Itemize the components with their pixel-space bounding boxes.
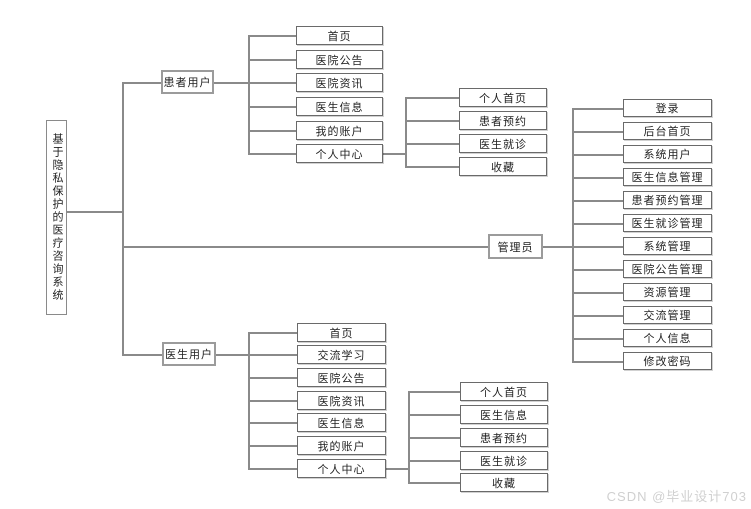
node-doctor-pc-appointment: 患者预约 xyxy=(460,428,548,447)
connector-line xyxy=(572,108,623,110)
connector-line xyxy=(248,377,297,379)
connector-line xyxy=(543,246,572,248)
node-admin-system-mgmt: 系统管理 xyxy=(623,237,712,255)
connector-line xyxy=(405,143,459,145)
connector-line xyxy=(572,200,623,202)
node-admin-communication-mgmt: 交流管理 xyxy=(623,306,712,324)
node-admin: 管理员 xyxy=(488,234,543,259)
node-admin-resource-mgmt: 资源管理 xyxy=(623,283,712,301)
connector-line xyxy=(383,153,405,155)
connector-line xyxy=(248,422,297,424)
node-patient-hospital-news: 医院资讯 xyxy=(296,73,383,92)
connector-line xyxy=(248,106,296,108)
node-admin-login: 登录 xyxy=(623,99,712,117)
connector-line xyxy=(248,82,296,84)
node-admin-doctor-info-mgmt: 医生信息管理 xyxy=(623,168,712,186)
node-patient-user: 患者用户 xyxy=(161,70,214,94)
connector-line xyxy=(386,468,408,470)
node-admin-system-users: 系统用户 xyxy=(623,145,712,163)
connector-line xyxy=(248,35,250,155)
connector-line xyxy=(248,130,296,132)
connector-line xyxy=(408,460,460,462)
connector-line xyxy=(122,82,124,356)
node-patient-pc-home: 个人首页 xyxy=(459,88,547,107)
connector-line xyxy=(408,391,460,393)
connector-line xyxy=(572,338,623,340)
node-doctor-my-account: 我的账户 xyxy=(297,436,386,455)
connector-line xyxy=(248,445,297,447)
connector-line xyxy=(248,400,297,402)
connector-line xyxy=(405,97,407,168)
node-doctor-pc-doctor-info: 医生信息 xyxy=(460,405,548,424)
connector-line xyxy=(572,108,574,363)
node-patient-my-account: 我的账户 xyxy=(296,121,383,140)
node-admin-notice-mgmt: 医院公告管理 xyxy=(623,260,712,278)
node-patient-home: 首页 xyxy=(296,26,383,45)
connector-line xyxy=(572,292,623,294)
connector-line xyxy=(572,177,623,179)
connector-line xyxy=(408,437,460,439)
node-admin-backend-home: 后台首页 xyxy=(623,122,712,140)
connector-line xyxy=(572,154,623,156)
node-admin-visit-mgmt: 医生就诊管理 xyxy=(623,214,712,232)
connector-line xyxy=(405,97,459,99)
connector-line xyxy=(572,223,623,225)
connector-line xyxy=(405,120,459,122)
connector-line xyxy=(67,211,122,213)
node-doctor-user: 医生用户 xyxy=(162,342,216,366)
connector-line xyxy=(248,153,296,155)
node-patient-pc-favorites: 收藏 xyxy=(459,157,547,176)
node-patient-pc-visit: 医生就诊 xyxy=(459,134,547,153)
connector-line xyxy=(572,361,623,363)
node-patient-personal-center: 个人中心 xyxy=(296,144,383,163)
node-admin-appointment-mgmt: 患者预约管理 xyxy=(623,191,712,209)
node-admin-change-password: 修改密码 xyxy=(623,352,712,370)
connector-line xyxy=(122,246,488,248)
connector-line xyxy=(572,131,623,133)
connector-line xyxy=(122,354,163,356)
node-doctor-doctor-info: 医生信息 xyxy=(297,413,386,432)
node-root-system: 基于隐私保护的医疗咨询系统 xyxy=(46,120,67,315)
connector-line xyxy=(214,82,248,84)
connector-line xyxy=(408,482,460,484)
connector-line xyxy=(248,35,296,37)
node-admin-personal-info: 个人信息 xyxy=(623,329,712,347)
node-patient-doctor-info: 医生信息 xyxy=(296,97,383,116)
connector-line xyxy=(408,414,460,416)
node-doctor-hospital-notice: 医院公告 xyxy=(297,368,386,387)
node-doctor-pc-visit: 医生就诊 xyxy=(460,451,548,470)
connector-line xyxy=(216,354,248,356)
node-doctor-personal-center: 个人中心 xyxy=(297,459,386,478)
node-doctor-hospital-news: 医院资讯 xyxy=(297,391,386,410)
node-doctor-exchange-learning: 交流学习 xyxy=(297,345,386,364)
connector-line xyxy=(405,166,459,168)
connector-line xyxy=(248,59,296,61)
connector-line xyxy=(572,269,623,271)
connector-line xyxy=(248,332,297,334)
connector-line xyxy=(248,354,297,356)
connector-line xyxy=(248,468,297,470)
node-doctor-home: 首页 xyxy=(297,323,386,342)
connector-line xyxy=(572,315,623,317)
connector-line xyxy=(122,82,161,84)
node-patient-hospital-notice: 医院公告 xyxy=(296,50,383,69)
node-patient-pc-appointment: 患者预约 xyxy=(459,111,547,130)
node-doctor-pc-favorites: 收藏 xyxy=(460,473,548,492)
connector-line xyxy=(572,246,623,248)
csdn-watermark: CSDN @毕业设计703 xyxy=(606,489,747,504)
node-doctor-pc-home: 个人首页 xyxy=(460,382,548,401)
